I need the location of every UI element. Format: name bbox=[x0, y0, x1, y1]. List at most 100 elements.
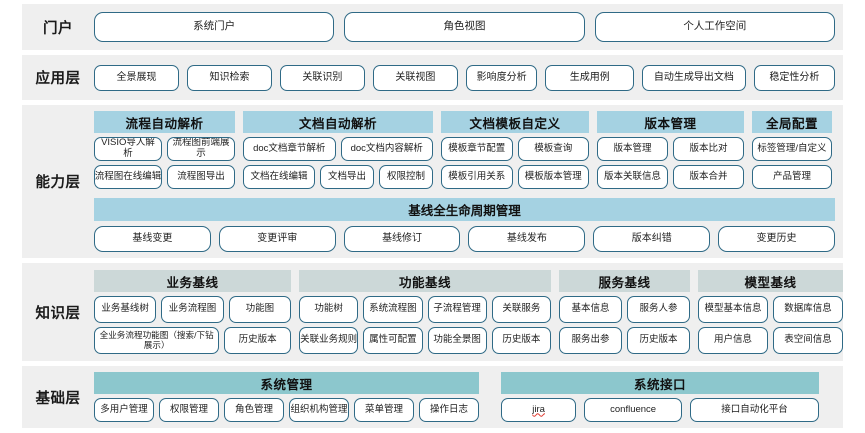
group-header-doc-parse: 文档自动解析 bbox=[243, 111, 433, 133]
know-item-business-baseline-tree[interactable]: 业务基线树 bbox=[94, 296, 157, 323]
cap-item-doc-export[interactable]: 文档导出 bbox=[319, 165, 374, 189]
cap-item-permission-control[interactable]: 权限控制 bbox=[378, 165, 433, 189]
cap-item-tag-mgmt-custom[interactable]: 标签管理/自定义 bbox=[752, 137, 832, 161]
know-item-user-info[interactable]: 用户信息 bbox=[698, 327, 768, 354]
base-item-org-structure-mgmt[interactable]: 组织机构管理 bbox=[289, 398, 349, 422]
know-item-tablespace-info[interactable]: 表空间信息 bbox=[773, 327, 843, 354]
layer-band-portal: 门户 系统门户 角色视图 个人工作空间 bbox=[22, 4, 843, 50]
know-item-history-version-service[interactable]: 历史版本 bbox=[627, 327, 690, 354]
capability-row: 流程图在线编辑 流程图导出 bbox=[94, 165, 235, 189]
know-item-attribute-configurable[interactable]: 属性可配置 bbox=[363, 327, 423, 354]
know-item-related-business-rule[interactable]: 关联业务规则 bbox=[299, 327, 359, 354]
portal-item-role-view[interactable]: 角色视图 bbox=[344, 12, 585, 42]
base-row: 多用户管理 权限管理 角色管理 组织机构管理 菜单管理 操作日志 bbox=[94, 398, 479, 422]
capability-row: doc文档章节解析 doc文档内容解析 bbox=[243, 137, 433, 161]
group-header-system-interface: 系统接口 bbox=[501, 372, 819, 394]
know-item-full-business-flow-function-chart[interactable]: 全业务流程功能图（搜索/下钻展示） bbox=[94, 327, 220, 354]
cap-item-version-relation-info[interactable]: 版本关联信息 bbox=[597, 165, 668, 189]
knowledge-group-service-baseline: 服务基线 基本信息 服务人参 服务出参 历史版本 bbox=[559, 270, 690, 354]
cap-item-flowchart-frontend-display[interactable]: 流程图前端展示 bbox=[167, 137, 235, 161]
base-item-jira[interactable]: jira bbox=[501, 398, 577, 422]
capability-group-version-mgmt: 版本管理 版本管理 版本比对 版本关联信息 版本合并 bbox=[597, 111, 744, 189]
app-item-impact-analysis[interactable]: 影响度分析 bbox=[465, 64, 538, 91]
cap-item-flowchart-online-edit[interactable]: 流程图在线编辑 bbox=[94, 165, 162, 189]
base-item-multi-user-mgmt[interactable]: 多用户管理 bbox=[94, 398, 154, 422]
app-item-panorama[interactable]: 全景展现 bbox=[94, 64, 179, 91]
base-item-menu-mgmt[interactable]: 菜单管理 bbox=[354, 398, 414, 422]
app-item-relation-view[interactable]: 关联视图 bbox=[372, 64, 458, 91]
know-item-function-tree[interactable]: 功能树 bbox=[299, 296, 359, 323]
cap-item-product-mgmt[interactable]: 产品管理 bbox=[752, 165, 832, 189]
cap-item-version-compare[interactable]: 版本比对 bbox=[673, 137, 744, 161]
base-item-interface-automation-platform[interactable]: 接口自动化平台 bbox=[689, 398, 819, 422]
application-item-row: 全景展现 知识检索 关联识别 关联视图 影响度分析 生成用例 自动生成导出文档 … bbox=[94, 64, 835, 91]
know-item-history-version-function[interactable]: 历史版本 bbox=[491, 327, 551, 354]
baseline-item-revision[interactable]: 基线修订 bbox=[343, 226, 461, 252]
layer-band-capability: 能力层 流程自动解析 VISIO导人解析 流程图前端展示 流程图在线编辑 流程图… bbox=[22, 105, 843, 258]
group-header-global-config: 全局配置 bbox=[752, 111, 832, 133]
portal-item-row: 系统门户 角色视图 个人工作空间 bbox=[94, 12, 835, 42]
know-item-system-flowchart[interactable]: 系统流程图 bbox=[363, 296, 423, 323]
app-item-stability-analysis[interactable]: 稳定性分析 bbox=[753, 64, 835, 91]
cap-item-version-merge[interactable]: 版本合并 bbox=[673, 165, 744, 189]
know-item-related-service[interactable]: 关联服务 bbox=[491, 296, 551, 323]
cap-item-template-reference-relation[interactable]: 模板引用关系 bbox=[441, 165, 513, 189]
cap-item-doc-online-edit[interactable]: 文档在线编辑 bbox=[243, 165, 315, 189]
know-item-basic-info[interactable]: 基本信息 bbox=[559, 296, 622, 323]
knowledge-row: 业务基线树 业务流程图 功能图 bbox=[94, 296, 291, 323]
group-header-model-baseline: 模型基线 bbox=[698, 270, 843, 292]
app-item-knowledge-search[interactable]: 知识检索 bbox=[186, 64, 272, 91]
cap-item-doc-section-parse[interactable]: doc文档章节解析 bbox=[243, 137, 336, 161]
cap-item-doc-content-parse[interactable]: doc文档内容解析 bbox=[340, 137, 433, 161]
layer-label-application: 应用层 bbox=[35, 71, 81, 87]
baseline-item-version-correction[interactable]: 版本纠错 bbox=[593, 226, 711, 252]
group-header-version-mgmt: 版本管理 bbox=[597, 111, 744, 133]
capability-group-process-parse: 流程自动解析 VISIO导人解析 流程图前端展示 流程图在线编辑 流程图导出 bbox=[94, 111, 235, 189]
know-item-subprocess-mgmt[interactable]: 子流程管理 bbox=[427, 296, 487, 323]
capability-row: 版本关联信息 版本合并 bbox=[597, 165, 744, 189]
know-item-database-info[interactable]: 数据库信息 bbox=[773, 296, 843, 323]
knowledge-group-model-baseline: 模型基线 模型基本信息 数据库信息 用户信息 表空间信息 bbox=[698, 270, 843, 354]
portal-item-system-portal[interactable]: 系统门户 bbox=[94, 12, 335, 42]
group-header-function-baseline: 功能基线 bbox=[299, 270, 551, 292]
knowledge-group-row: 业务基线 业务基线树 业务流程图 功能图 全业务流程功能图（搜索/下钻展示） 历… bbox=[94, 270, 843, 354]
layer-label-capability: 能力层 bbox=[35, 175, 81, 191]
know-item-function-chart[interactable]: 功能图 bbox=[228, 296, 291, 323]
knowledge-row: 用户信息 表空间信息 bbox=[698, 327, 843, 354]
app-item-relation-recognition[interactable]: 关联识别 bbox=[279, 64, 365, 91]
layer-band-knowledge: 知识层 业务基线 业务基线树 业务流程图 功能图 全业务流程功能图（搜索/下钻展… bbox=[22, 263, 843, 361]
knowledge-row: 功能树 系统流程图 子流程管理 关联服务 bbox=[299, 296, 551, 323]
baseline-item-change-review[interactable]: 变更评审 bbox=[218, 226, 336, 252]
know-item-service-output-param[interactable]: 服务出参 bbox=[559, 327, 622, 354]
cap-item-template-section-config[interactable]: 模板章节配置 bbox=[441, 137, 513, 161]
know-item-history-version[interactable]: 历史版本 bbox=[224, 327, 291, 354]
know-item-function-panorama[interactable]: 功能全景图 bbox=[427, 327, 487, 354]
baseline-item-change[interactable]: 基线变更 bbox=[94, 226, 211, 252]
portal-item-personal-workspace[interactable]: 个人工作空间 bbox=[594, 12, 835, 42]
base-item-role-mgmt[interactable]: 角色管理 bbox=[224, 398, 284, 422]
cap-item-template-version-mgmt[interactable]: 模板版本管理 bbox=[517, 165, 589, 189]
capability-row: 版本管理 版本比对 bbox=[597, 137, 744, 161]
cap-item-visio-import-parse[interactable]: VISIO导人解析 bbox=[94, 137, 162, 161]
baseline-lifecycle-block: 基线全生命周期管理 基线变更 变更评审 基线修订 基线发布 版本纠错 变更历史 bbox=[94, 198, 835, 252]
know-item-business-flowchart[interactable]: 业务流程图 bbox=[161, 296, 224, 323]
cap-item-flowchart-export[interactable]: 流程图导出 bbox=[167, 165, 235, 189]
layer-label-knowledge: 知识层 bbox=[35, 305, 81, 322]
base-item-operation-log[interactable]: 操作日志 bbox=[419, 398, 479, 422]
layer-label-base: 基础层 bbox=[35, 390, 81, 407]
know-item-service-input-param[interactable]: 服务人参 bbox=[627, 296, 690, 323]
capability-group-doc-template: 文档模板自定义 模板章节配置 模板查询 模板引用关系 模板版本管理 bbox=[441, 111, 589, 189]
cap-item-template-query[interactable]: 模板查询 bbox=[517, 137, 589, 161]
base-group-row: 系统管理 多用户管理 权限管理 角色管理 组织机构管理 菜单管理 操作日志 系统… bbox=[94, 372, 835, 422]
base-item-permission-mgmt[interactable]: 权限管理 bbox=[159, 398, 219, 422]
cap-item-version-manage[interactable]: 版本管理 bbox=[597, 137, 668, 161]
know-item-model-basic-info[interactable]: 模型基本信息 bbox=[698, 296, 768, 323]
base-group-system-interface: 系统接口 jira confluence 接口自动化平台 bbox=[501, 372, 819, 422]
base-group-system-mgmt: 系统管理 多用户管理 权限管理 角色管理 组织机构管理 菜单管理 操作日志 bbox=[94, 372, 479, 422]
baseline-item-change-history[interactable]: 变更历史 bbox=[718, 226, 835, 252]
app-item-generate-usecase[interactable]: 生成用例 bbox=[545, 64, 635, 91]
app-item-auto-export-doc[interactable]: 自动生成导出文档 bbox=[642, 64, 746, 91]
base-item-confluence[interactable]: confluence bbox=[584, 398, 682, 422]
baseline-item-release[interactable]: 基线发布 bbox=[468, 226, 586, 252]
capability-row: 文档在线编辑 文档导出 权限控制 bbox=[243, 165, 433, 189]
